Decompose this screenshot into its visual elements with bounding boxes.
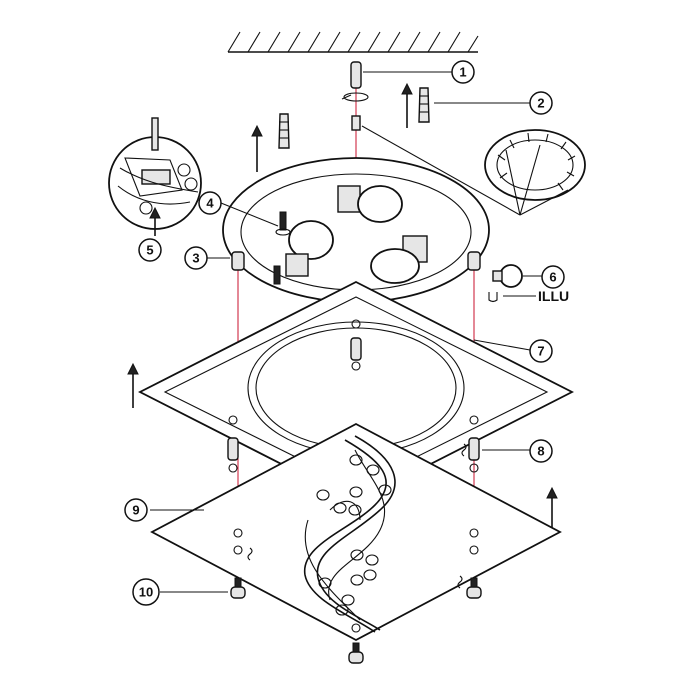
bulb-socket-left <box>285 220 334 277</box>
svg-text:2: 2 <box>537 96 544 111</box>
spacer-post <box>231 251 245 271</box>
callout-7: 7 <box>529 339 553 363</box>
callout-2: 2 <box>529 91 553 115</box>
svg-text:3: 3 <box>192 251 199 266</box>
up-arrow <box>251 124 263 172</box>
callout-1: 1 <box>451 60 475 84</box>
bulb-type-label: ILLU <box>538 288 569 304</box>
up-arrow <box>546 486 558 528</box>
spacer-post <box>227 415 239 473</box>
ceiling-screw <box>341 61 369 131</box>
finial-cap <box>348 642 364 664</box>
leader-line-7 <box>473 339 531 351</box>
glass-shade <box>150 422 562 642</box>
finial-cap <box>457 575 482 599</box>
ceiling-surface <box>227 31 479 53</box>
mounting-base <box>222 157 490 303</box>
ceiling-rose-detail <box>484 129 586 216</box>
up-arrow <box>127 362 139 408</box>
glass-dot-pattern <box>316 454 392 616</box>
svg-text:10: 10 <box>139 585 153 600</box>
mounting-screw <box>273 265 281 285</box>
callout-5: 5 <box>138 238 162 262</box>
callout-3: 3 <box>184 246 230 270</box>
light-bulb <box>492 264 523 288</box>
spacer-post <box>461 415 480 473</box>
svg-text:4: 4 <box>206 196 214 211</box>
callout-8: 8 <box>529 439 553 463</box>
finial-cap <box>230 547 253 599</box>
wall-plug-part <box>418 87 430 123</box>
svg-text:1: 1 <box>459 65 466 80</box>
mounting-screw <box>275 211 291 236</box>
wall-plug-part <box>278 113 290 149</box>
terminal-block-detail <box>108 117 202 230</box>
svg-text:8: 8 <box>537 444 544 459</box>
svg-text:7: 7 <box>537 344 544 359</box>
callout-9: 9 <box>124 498 148 522</box>
rose-leader-line <box>361 125 521 216</box>
callout-6: 6 <box>541 265 565 289</box>
svg-text:6: 6 <box>549 270 556 285</box>
callout-10: 10 <box>132 578 160 606</box>
bulb-socket-right <box>370 235 428 284</box>
bulb-type-indicator <box>488 292 536 303</box>
up-arrow <box>149 206 161 236</box>
callout-4: 4 <box>198 191 279 227</box>
svg-text:5: 5 <box>146 243 153 258</box>
bulb-socket-back <box>337 185 403 223</box>
up-arrow <box>401 82 413 128</box>
spacer-post <box>467 251 481 271</box>
svg-text:9: 9 <box>132 503 139 518</box>
